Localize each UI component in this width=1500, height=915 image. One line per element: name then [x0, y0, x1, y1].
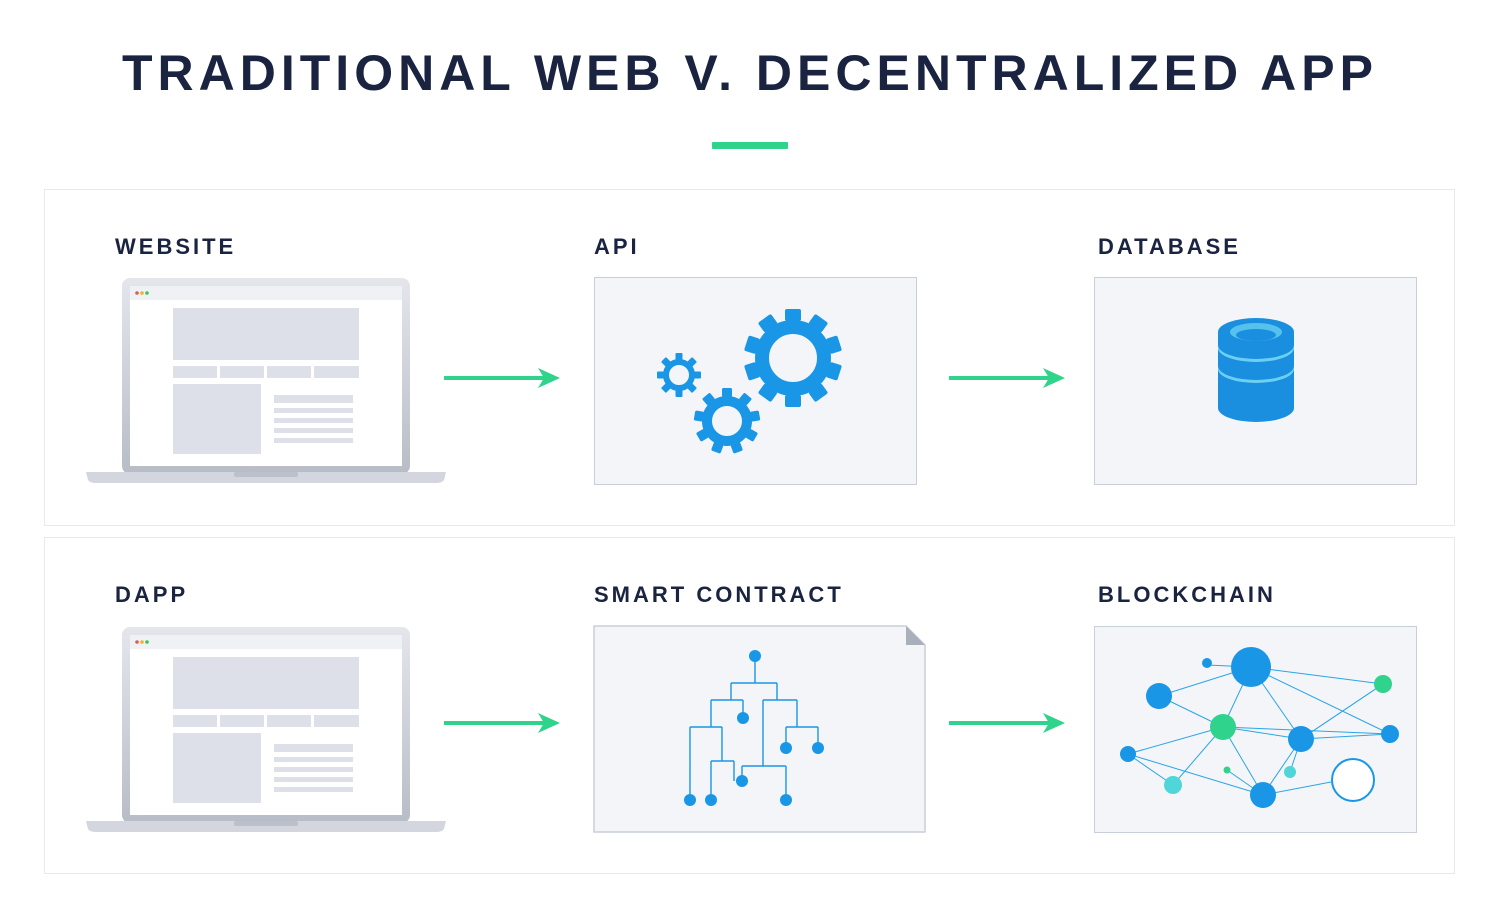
label-database: DATABASE [1098, 234, 1241, 259]
database-box [1094, 277, 1417, 485]
arrow-right-icon [444, 368, 560, 388]
laptop-icon [86, 627, 446, 832]
label-blockchain: BLOCKCHAIN [1098, 582, 1276, 607]
arrow-right-icon [444, 713, 560, 733]
label-dapp: DAPP [115, 582, 189, 607]
network-graph-icon [1120, 647, 1399, 808]
database-icon [1218, 318, 1294, 422]
arrow-right-icon [949, 713, 1065, 733]
page-title: TRADITIONAL WEB V. DECENTRALIZED APP [122, 45, 1378, 101]
circuit-tree-icon [689, 656, 819, 800]
label-api: API [594, 234, 640, 259]
laptop-icon [86, 278, 446, 483]
smart-contract-document [593, 625, 926, 833]
api-box [594, 277, 917, 485]
blockchain-box [1094, 626, 1417, 833]
label-smart-contract: SMART CONTRACT [594, 582, 844, 607]
title-underline [712, 142, 788, 149]
arrow-right-icon [949, 368, 1065, 388]
gears-icon [657, 309, 842, 454]
label-website: WEBSITE [115, 234, 237, 259]
